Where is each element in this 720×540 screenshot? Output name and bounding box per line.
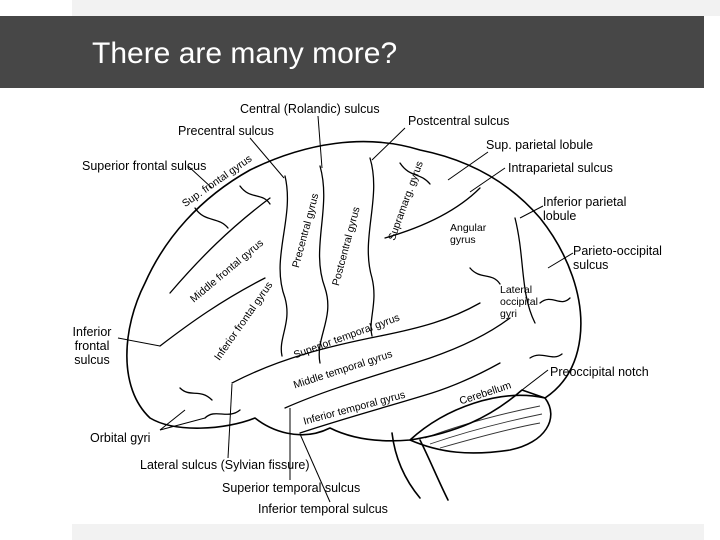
cerebrum-outline (126, 140, 582, 442)
orbital-gyri-label: Orbital gyri (90, 431, 151, 445)
precentral-sulcus-label: Precentral sulcus (178, 124, 274, 138)
slide-title: There are many more? (92, 37, 398, 70)
brainstem-outline (391, 432, 449, 501)
postcentral-sulcus-label: Postcentral sulcus (408, 114, 510, 128)
angular-gyrus-label: Angular gyrus (450, 222, 487, 246)
bottom-decor-strip (72, 524, 704, 540)
brain-illustration (117, 115, 582, 503)
superior-temporal-sulcus-label: Superior temporal sulcus (222, 481, 361, 495)
parieto-occipital-sulcus-label: Parieto-occipital sulcus (573, 244, 662, 272)
inferior-temporal-sulcus-label: Inferior temporal sulcus (258, 502, 388, 516)
superior-frontal-sulcus-label: Superior frontal sulcus (82, 159, 207, 173)
inferior-frontal-sulcus-label: Inferior frontal sulcus (72, 325, 112, 367)
central-sulcus-label: Central (Rolandic) sulcus (240, 102, 380, 116)
intraparietal-sulcus-label: Intraparietal sulcus (508, 161, 613, 175)
preoccipital-notch-label: Preoccipital notch (550, 365, 649, 379)
lateral-sulcus-label: Lateral sulcus (Sylvian fissure) (140, 458, 310, 472)
title-bar (0, 16, 704, 88)
lateral-occipital-gyri-label: Lateral occipital gyri (500, 284, 538, 320)
cerebellum-outline (409, 394, 552, 454)
sup-parietal-lobule-label: Sup. parietal lobule (486, 138, 594, 152)
brain-lateral-diagram: Central (Rolandic) sulcus Postcentral su… (0, 88, 720, 524)
top-decor-strip (72, 0, 720, 16)
inferior-parietal-lobule-label: Inferior parietal lobule (543, 195, 627, 223)
